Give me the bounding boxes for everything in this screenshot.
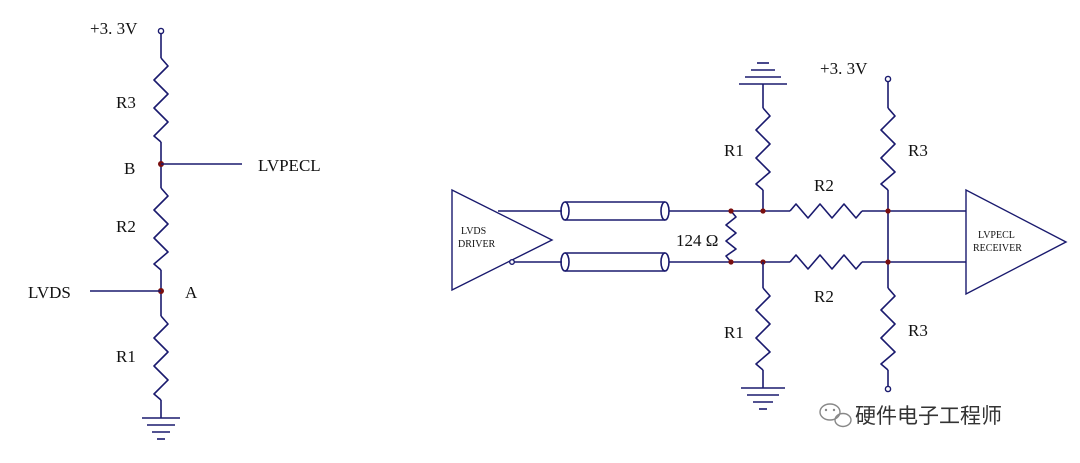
bottom-r3-resistor [880, 287, 896, 371]
bottom-r2-label: R2 [814, 287, 834, 306]
top-r1-label: R1 [724, 141, 744, 160]
termination-node-bottom [728, 259, 734, 265]
watermark: 硬件电子工程师 [819, 403, 1002, 428]
termination-resistor [725, 210, 737, 263]
driver-label-line1: LVDS [461, 226, 486, 237]
watermark-text: 硬件电子工程师 [855, 404, 1002, 428]
bottom-r3-node [885, 259, 891, 265]
top-ground-icon [739, 62, 787, 85]
bottom-r1-label: R1 [724, 323, 744, 342]
right-circuit: LVDS DRIVER 124 Ω [451, 59, 1068, 410]
lvpecl-receiver-symbol [965, 188, 1068, 296]
left-ground-icon [142, 417, 180, 440]
left-r2-label: R2 [116, 217, 136, 236]
right-supply-terminal [884, 75, 892, 83]
receiver-label-line2: RECEIVER [973, 243, 1022, 254]
top-r3-resistor [880, 107, 896, 191]
top-r2-label: R2 [814, 176, 834, 195]
right-supply-label: +3. 3V [820, 59, 868, 78]
bottom-r3-label: R3 [908, 321, 928, 340]
wechat-icon [819, 403, 852, 428]
left-lvds-label: LVDS [28, 283, 71, 302]
left-r1-label: R1 [116, 347, 136, 366]
bottom-r1-resistor [755, 287, 771, 371]
top-r3-node [885, 208, 891, 214]
bottom-r2-resistor [789, 254, 863, 270]
top-r2-resistor [789, 203, 863, 219]
left-r2-resistor [153, 187, 169, 271]
driver-inverting-output [509, 259, 516, 266]
left-r3-label: R3 [116, 93, 136, 112]
top-r1-node [760, 208, 766, 214]
termination-node-top [728, 208, 734, 214]
bottom-ground-icon [741, 387, 785, 410]
left-supply-label: +3. 3V [90, 19, 138, 38]
bottom-r3-terminal [884, 385, 892, 393]
left-r3-resistor [153, 57, 169, 143]
top-transmission-line [560, 201, 670, 221]
termination-label: 124 Ω [676, 231, 718, 250]
top-r3-label: R3 [908, 141, 928, 160]
receiver-label-line1: LVPECL [978, 230, 1015, 241]
left-node-a-label: A [185, 283, 198, 302]
lvds-driver-symbol [451, 188, 554, 292]
bottom-transmission-line [560, 252, 670, 272]
top-r1-resistor [755, 107, 771, 191]
driver-label-line2: DRIVER [458, 239, 496, 250]
left-node-b-label: B [124, 159, 135, 178]
left-r1-resistor [153, 315, 169, 401]
left-circuit: +3. 3V R3 B LVPECL R2 LVDS A R1 [28, 19, 321, 440]
left-lvpecl-label: LVPECL [258, 156, 321, 175]
left-supply-terminal [157, 27, 165, 35]
